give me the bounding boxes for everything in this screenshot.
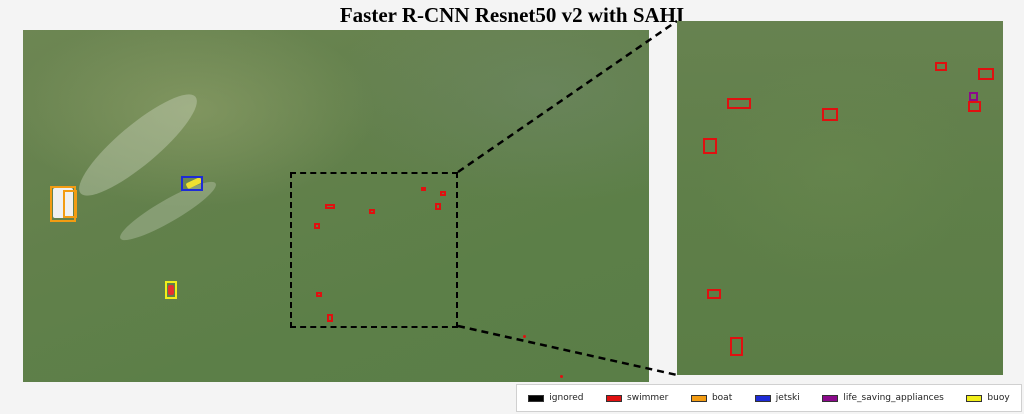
swimmer-detection-box	[730, 337, 743, 356]
swimmer-marker	[560, 375, 563, 378]
legend-swatch	[528, 394, 545, 402]
swimmer-detection-box	[978, 68, 994, 80]
zoom-region-box	[290, 172, 458, 328]
legend-item-buoy: buoy	[966, 393, 1010, 403]
legend-label: jetski	[775, 393, 800, 403]
swimmer-marker	[523, 335, 526, 338]
swimmer-detection-box	[327, 314, 333, 322]
legend: ignored swimmer boat jetski life_saving_…	[516, 384, 1022, 412]
legend-swatch	[754, 394, 771, 402]
legend-label: ignored	[549, 393, 584, 403]
aerial-image	[23, 30, 649, 382]
legend-swatch	[822, 394, 839, 402]
buoy-detection-box	[165, 281, 177, 299]
connector-line-bottom	[457, 324, 678, 377]
legend-label: swimmer	[627, 393, 669, 403]
swimmer-detection-box	[440, 191, 446, 196]
boat-detection-box	[63, 190, 77, 218]
legend-item-ignored: ignored	[528, 393, 583, 403]
swimmer-detection-box	[727, 98, 751, 109]
jetski-detection-box	[181, 176, 203, 191]
swimmer-detection-box	[707, 289, 721, 299]
swimmer-detection-box	[435, 203, 441, 210]
swimmer-detection-box	[369, 209, 375, 214]
legend-label: life_saving_appliances	[843, 393, 944, 403]
figure-title: Faster R-CNN Resnet50 v2 with SAHI	[339, 3, 685, 27]
swimmer-detection-box	[935, 62, 947, 71]
legend-swatch	[966, 394, 983, 402]
legend-label: boat	[711, 393, 733, 403]
swimmer-detection-box	[421, 187, 426, 191]
zoom-inset-image	[677, 21, 1003, 375]
swimmer-detection-box	[703, 138, 717, 154]
legend-swatch	[606, 394, 623, 402]
swimmer-detection-box	[822, 108, 838, 121]
swimmer-detection-box	[316, 292, 322, 297]
legend-label: buoy	[987, 393, 1010, 403]
legend-item-jetski: jetski	[754, 393, 800, 403]
legend-item-life-saving-appliances: life_saving_appliances	[822, 393, 944, 403]
swimmer-detection-box	[968, 101, 981, 112]
legend-swatch	[690, 394, 707, 402]
swimmer-detection-box	[325, 204, 335, 209]
legend-item-swimmer: swimmer	[606, 393, 668, 403]
connector-line-top	[457, 19, 678, 174]
life-saving-appliance-detection-box	[969, 92, 978, 101]
legend-item-boat: boat	[690, 393, 733, 403]
swimmer-detection-box	[314, 223, 320, 229]
buoy	[168, 285, 174, 295]
